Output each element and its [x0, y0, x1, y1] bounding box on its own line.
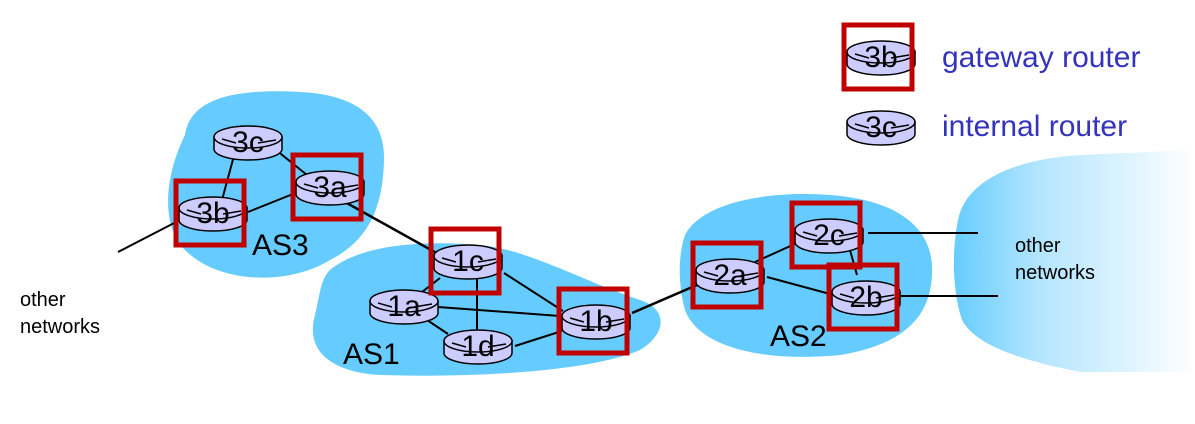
router-2a: 2a: [695, 258, 765, 294]
router-label: 1a: [387, 290, 421, 323]
gateway-box-icon: [428, 226, 502, 296]
router-label: 2a: [713, 259, 747, 292]
router-label: 2c: [813, 219, 845, 252]
router-2b: 2b: [831, 280, 901, 316]
legend-gateway-label: gateway router: [942, 41, 1140, 74]
router-1c: 1c: [433, 244, 503, 280]
gateway-box-icon: [690, 240, 764, 310]
other-networks-left-line2: networks: [20, 316, 100, 338]
other-networks-right-line1: other: [1015, 235, 1061, 257]
gateway-box-icon: [556, 286, 630, 356]
router-label: 3a: [313, 171, 347, 204]
router-label: 3b: [864, 41, 897, 74]
router-label: 1c: [452, 245, 484, 278]
gateway-box-icon: [173, 178, 247, 248]
router-arrow-icon: [703, 271, 759, 277]
legend-gateway-sample: 3b: [846, 40, 916, 76]
link-1b-2a: [631, 283, 698, 315]
link-1a-1b: [437, 306, 561, 317]
legend-internal-sample: 3c: [846, 110, 916, 146]
link-3c-3b: [221, 151, 236, 201]
other-networks-left-line1: other: [20, 289, 66, 311]
gateway-boxes: [173, 22, 915, 356]
router-arrow-icon: [854, 53, 910, 59]
router-arrow-icon: [569, 317, 625, 323]
other-networks-right-line2: networks: [1015, 262, 1095, 284]
router-label: 2b: [849, 281, 882, 314]
as3-label: AS3: [252, 229, 309, 262]
router-arrow-icon: [451, 342, 507, 348]
link-2a-2b: [766, 276, 831, 295]
router-arrow-icon: [839, 293, 895, 299]
gateway-box-icon: [841, 22, 915, 92]
link-1d-1b: [514, 330, 563, 347]
router-1d: 1d: [443, 329, 513, 365]
router-label: 1d: [461, 330, 494, 363]
router-label: 3c: [865, 111, 897, 144]
router-arrow-icon: [802, 231, 858, 237]
router-3b: 3b: [178, 196, 248, 232]
router-1a: 1a: [369, 289, 439, 325]
link-3b-3a: [247, 191, 299, 213]
as2-label: AS2: [770, 320, 827, 353]
router-1b: 1b: [561, 304, 631, 340]
router-arrow-icon: [854, 123, 910, 129]
gateway-box-icon: [290, 152, 364, 222]
as2-cloud: [679, 194, 933, 357]
router-arrow-icon: [186, 209, 242, 215]
as1-cloud: [312, 243, 661, 376]
router-arrow-icon: [221, 138, 277, 144]
router-label: 1b: [579, 305, 612, 338]
legend-internal-label: internal router: [942, 110, 1127, 143]
router-2c: 2c: [794, 218, 864, 254]
router-3a: 3a: [295, 170, 365, 206]
gateway-box-icon: [789, 200, 863, 270]
router-arrow-icon: [377, 302, 433, 308]
router-3c: 3c: [213, 125, 283, 161]
link-1c-1b: [503, 272, 564, 312]
router-label: 3c: [232, 126, 264, 159]
links: [117, 149, 998, 347]
router-arrow-icon: [441, 257, 497, 263]
link-3b-external: [117, 219, 181, 253]
router-label: 3b: [196, 197, 229, 230]
gateway-box-icon: [826, 262, 900, 332]
as1-label: AS1: [343, 338, 400, 371]
router-arrow-icon: [303, 183, 359, 189]
other-networks-right-cloud: [953, 150, 1195, 372]
